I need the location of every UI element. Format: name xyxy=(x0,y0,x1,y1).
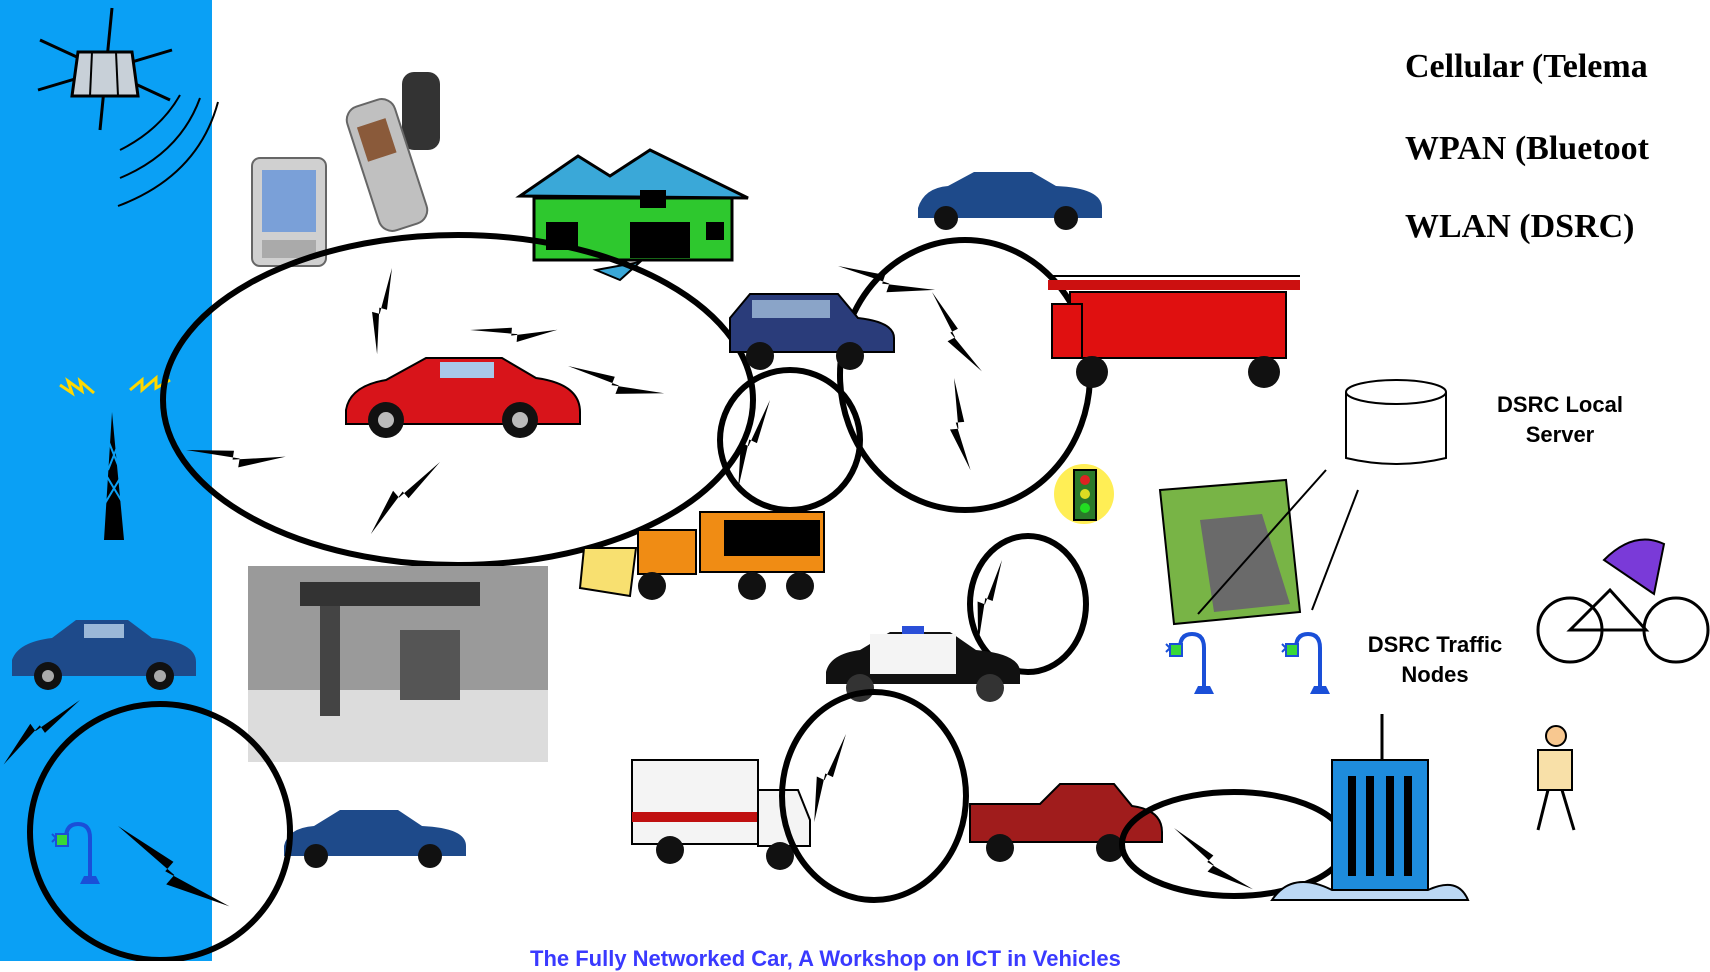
red-car-icon xyxy=(346,358,580,438)
label-line: Nodes xyxy=(1340,660,1530,690)
house-icon xyxy=(520,150,748,280)
link-bolt xyxy=(568,335,664,425)
footer-title: The Fully Networked Car, A Workshop on I… xyxy=(530,946,1121,972)
highway-icon xyxy=(1160,480,1300,624)
traffic-node-icon xyxy=(1282,634,1330,694)
pedestrian-icon xyxy=(1538,726,1574,830)
traffic-light-icon xyxy=(1054,464,1114,524)
fire-truck-icon xyxy=(1048,276,1300,388)
ambulance-ring xyxy=(782,692,966,900)
office-building-icon xyxy=(1272,714,1468,900)
link-bolt xyxy=(344,268,426,354)
legend-wlan: WLAN (DSRC) xyxy=(1405,208,1635,246)
snow-plow-icon xyxy=(580,512,824,600)
toll-booth-photo xyxy=(248,566,548,762)
server-icon xyxy=(1346,380,1446,464)
dsrc-local-server-label: DSRC Local Server xyxy=(1470,390,1650,450)
link-bolt xyxy=(915,378,1009,470)
link-bolt xyxy=(371,458,440,539)
dsrc-traffic-nodes-label: DSRC Traffic Nodes xyxy=(1340,630,1530,690)
label-line: DSRC Traffic xyxy=(1340,630,1530,660)
legend-cellular: Cellular (Telema xyxy=(1405,48,1648,86)
link-bolt xyxy=(913,292,1000,371)
label-line: Server xyxy=(1470,420,1650,450)
pda-icon xyxy=(252,158,326,266)
suv-icon xyxy=(730,294,894,370)
traffic-node-icon xyxy=(1166,634,1214,694)
blue-coupe-icon xyxy=(284,810,466,868)
mobile-phone-icon xyxy=(343,72,440,235)
label-line: DSRC Local xyxy=(1470,390,1650,420)
cyclist-icon xyxy=(1538,540,1708,662)
legend-wpan: WPAN (Bluetoot xyxy=(1405,130,1649,168)
police-car-icon xyxy=(826,626,1020,702)
link-bolt xyxy=(1174,825,1253,892)
blue-sedan-icon xyxy=(918,172,1102,230)
link-bolt xyxy=(951,560,1029,644)
